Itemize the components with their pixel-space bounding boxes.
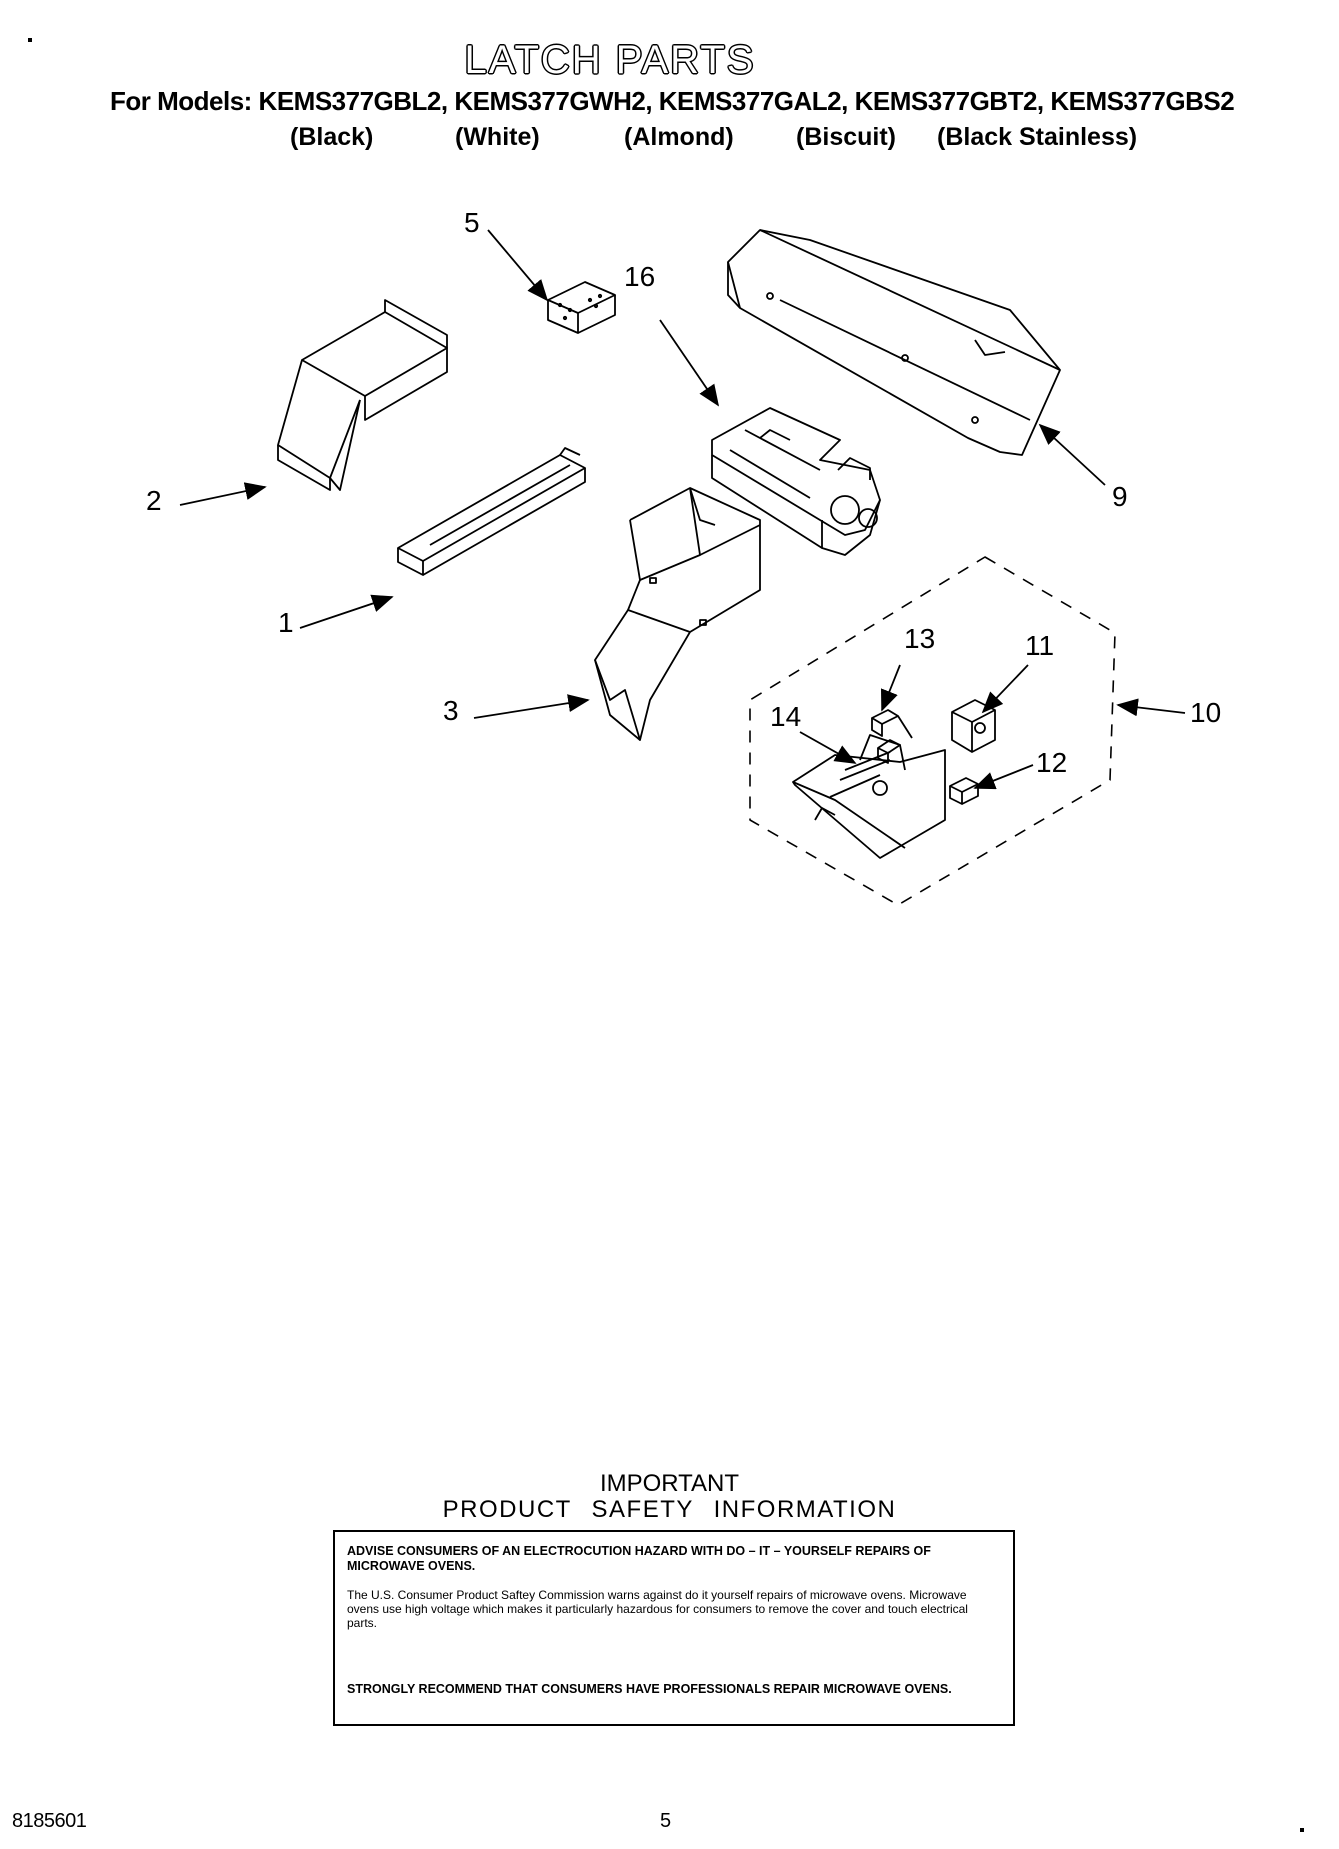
callout-labels: 1 2 3 5 16 9 10 13 11 12 14 (146, 207, 1221, 778)
callout-10: 10 (1190, 697, 1221, 728)
callout-3: 3 (443, 695, 459, 726)
scan-speck (1300, 1828, 1304, 1832)
variant-black: (Black) (290, 123, 374, 151)
part-14-switch (844, 739, 901, 771)
variant-white: (White) (455, 123, 540, 151)
document-number: 8185601 (12, 1810, 87, 1832)
callout-5: 5 (464, 207, 480, 238)
part-16-latch (711, 407, 881, 556)
exploded-parts-diagram: 1 2 3 5 16 9 10 13 11 12 14 (146, 207, 1221, 906)
part-13-switch (871, 709, 913, 739)
callout-12: 12 (1036, 747, 1067, 778)
part-10-assembly (749, 556, 1116, 906)
page-number: 5 (660, 1810, 672, 1832)
safety-info-box: ADVISE CONSUMERS OF AN ELECTROCUTION HAZ… (333, 1530, 1015, 1726)
part-1-strip (397, 447, 586, 576)
variant-biscuit: (Biscuit) (796, 123, 896, 151)
callout-2: 2 (146, 485, 162, 516)
variant-black-stainless: (Black Stainless) (937, 123, 1138, 151)
callout-1: 1 (278, 607, 294, 638)
part-11-solenoid (951, 699, 996, 753)
scan-speck (28, 38, 32, 42)
part-10-latch-plate (792, 734, 946, 859)
advise-paragraph: ADVISE CONSUMERS OF AN ELECTROCUTION HAZ… (347, 1544, 931, 1573)
part-12-connector (949, 777, 979, 805)
callout-16: 16 (624, 261, 655, 292)
part-3-tray (594, 487, 761, 741)
cpsc-warning-paragraph: The U.S. Consumer Product Saftey Commiss… (347, 1588, 968, 1630)
callout-13: 13 (904, 623, 935, 654)
models-line: For Models: KEMS377GBL2, KEMS377GWH2, KE… (110, 86, 1235, 116)
part-9-plate (727, 229, 1061, 456)
important-heading: IMPORTANT (599, 1470, 740, 1497)
safety-subheading: PRODUCT SAFETY INFORMATION (442, 1496, 897, 1523)
part-5-block (547, 281, 616, 334)
variant-almond: (Almond) (624, 123, 734, 151)
recommend-paragraph: STRONGLY RECOMMEND THAT CONSUMERS HAVE P… (347, 1682, 952, 1696)
callout-14: 14 (770, 701, 801, 732)
callout-11: 11 (1025, 630, 1054, 661)
callout-9: 9 (1112, 481, 1128, 512)
part-2-bracket (277, 299, 448, 491)
page-title: LATCH PARTS (464, 38, 756, 82)
